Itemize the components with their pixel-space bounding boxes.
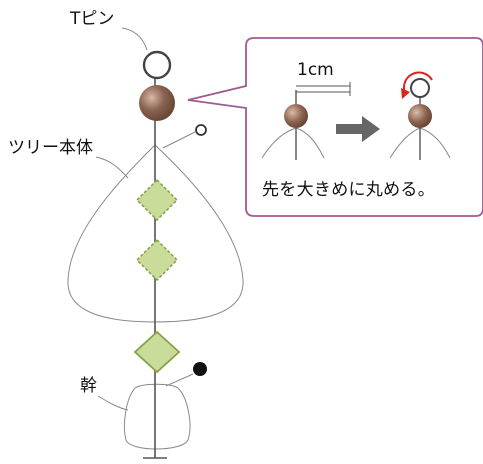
callout-instruction: 先を大きめに丸める。 bbox=[262, 180, 435, 200]
diamond-bead-1 bbox=[135, 178, 179, 222]
callout-arrow bbox=[336, 116, 380, 142]
black-bead bbox=[193, 362, 207, 376]
callout-measure-bracket bbox=[296, 82, 351, 96]
black-bead-leader bbox=[165, 373, 194, 387]
t-pin-leader bbox=[121, 27, 148, 51]
t-pin-label: Tピン bbox=[70, 9, 115, 29]
trunk-label: 幹 bbox=[80, 376, 97, 396]
callout-after-illustration bbox=[389, 71, 451, 160]
diamond-bead-3 bbox=[133, 330, 181, 374]
trunk-shape bbox=[123, 383, 191, 450]
tree-body-leader bbox=[95, 156, 129, 179]
curl-arrow-head bbox=[401, 88, 410, 99]
ring-leader-line bbox=[162, 131, 196, 149]
trunk-leader bbox=[97, 395, 129, 411]
diamond-bead-2 bbox=[135, 238, 179, 282]
t-pin-loop bbox=[142, 50, 172, 80]
main-bead bbox=[139, 85, 175, 121]
measure-label: 1cm bbox=[297, 60, 334, 80]
callout-before-illustration bbox=[261, 90, 325, 160]
small-ring bbox=[195, 124, 207, 136]
tree-body-label: ツリー本体 bbox=[8, 138, 93, 158]
